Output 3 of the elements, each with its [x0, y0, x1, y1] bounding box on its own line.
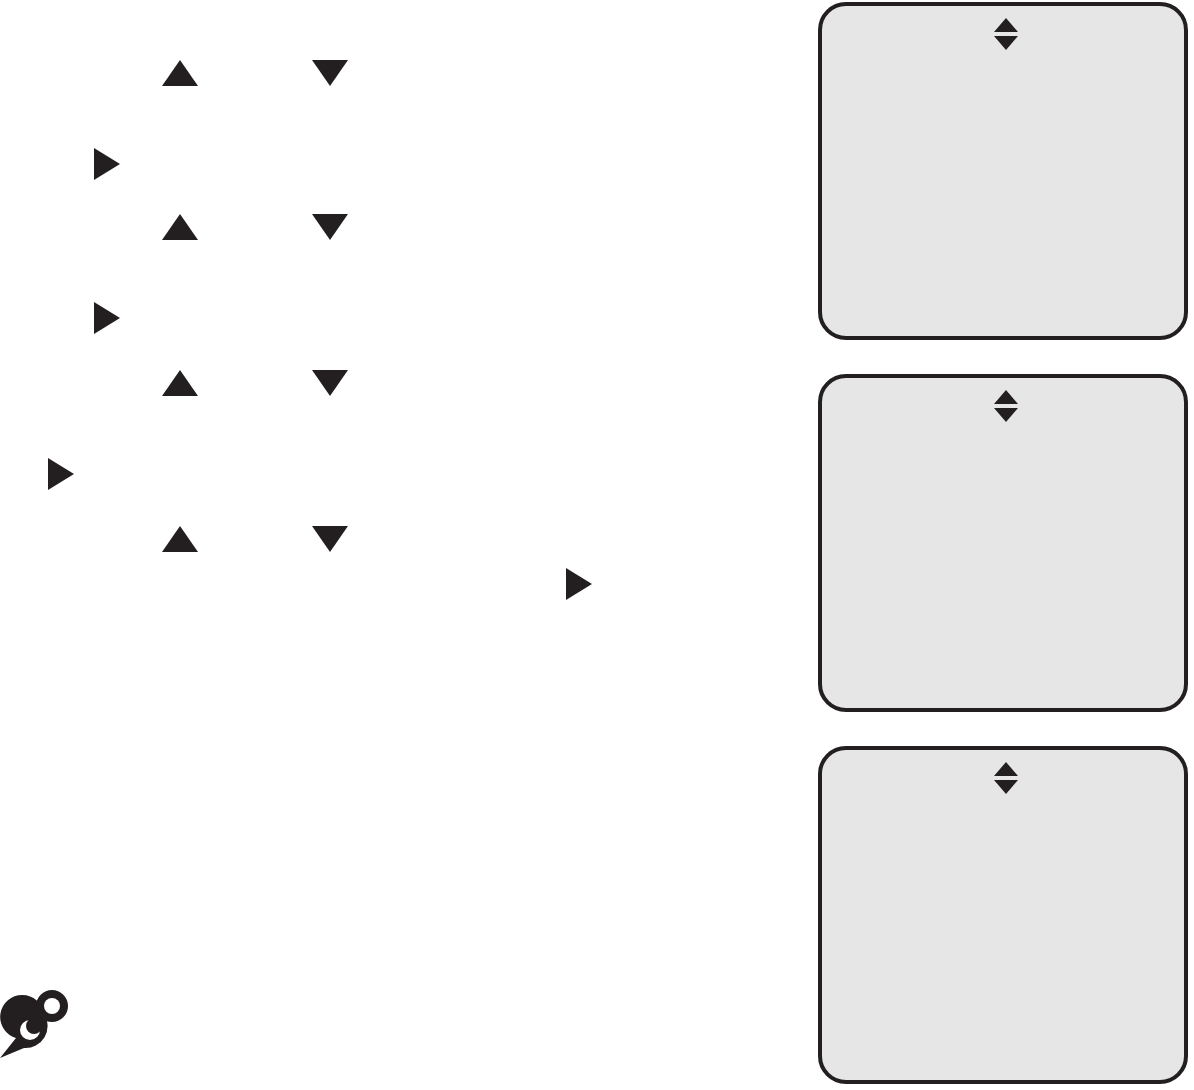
display-screen [818, 374, 1188, 712]
display-screen [818, 746, 1188, 1084]
display-screen [818, 2, 1188, 340]
